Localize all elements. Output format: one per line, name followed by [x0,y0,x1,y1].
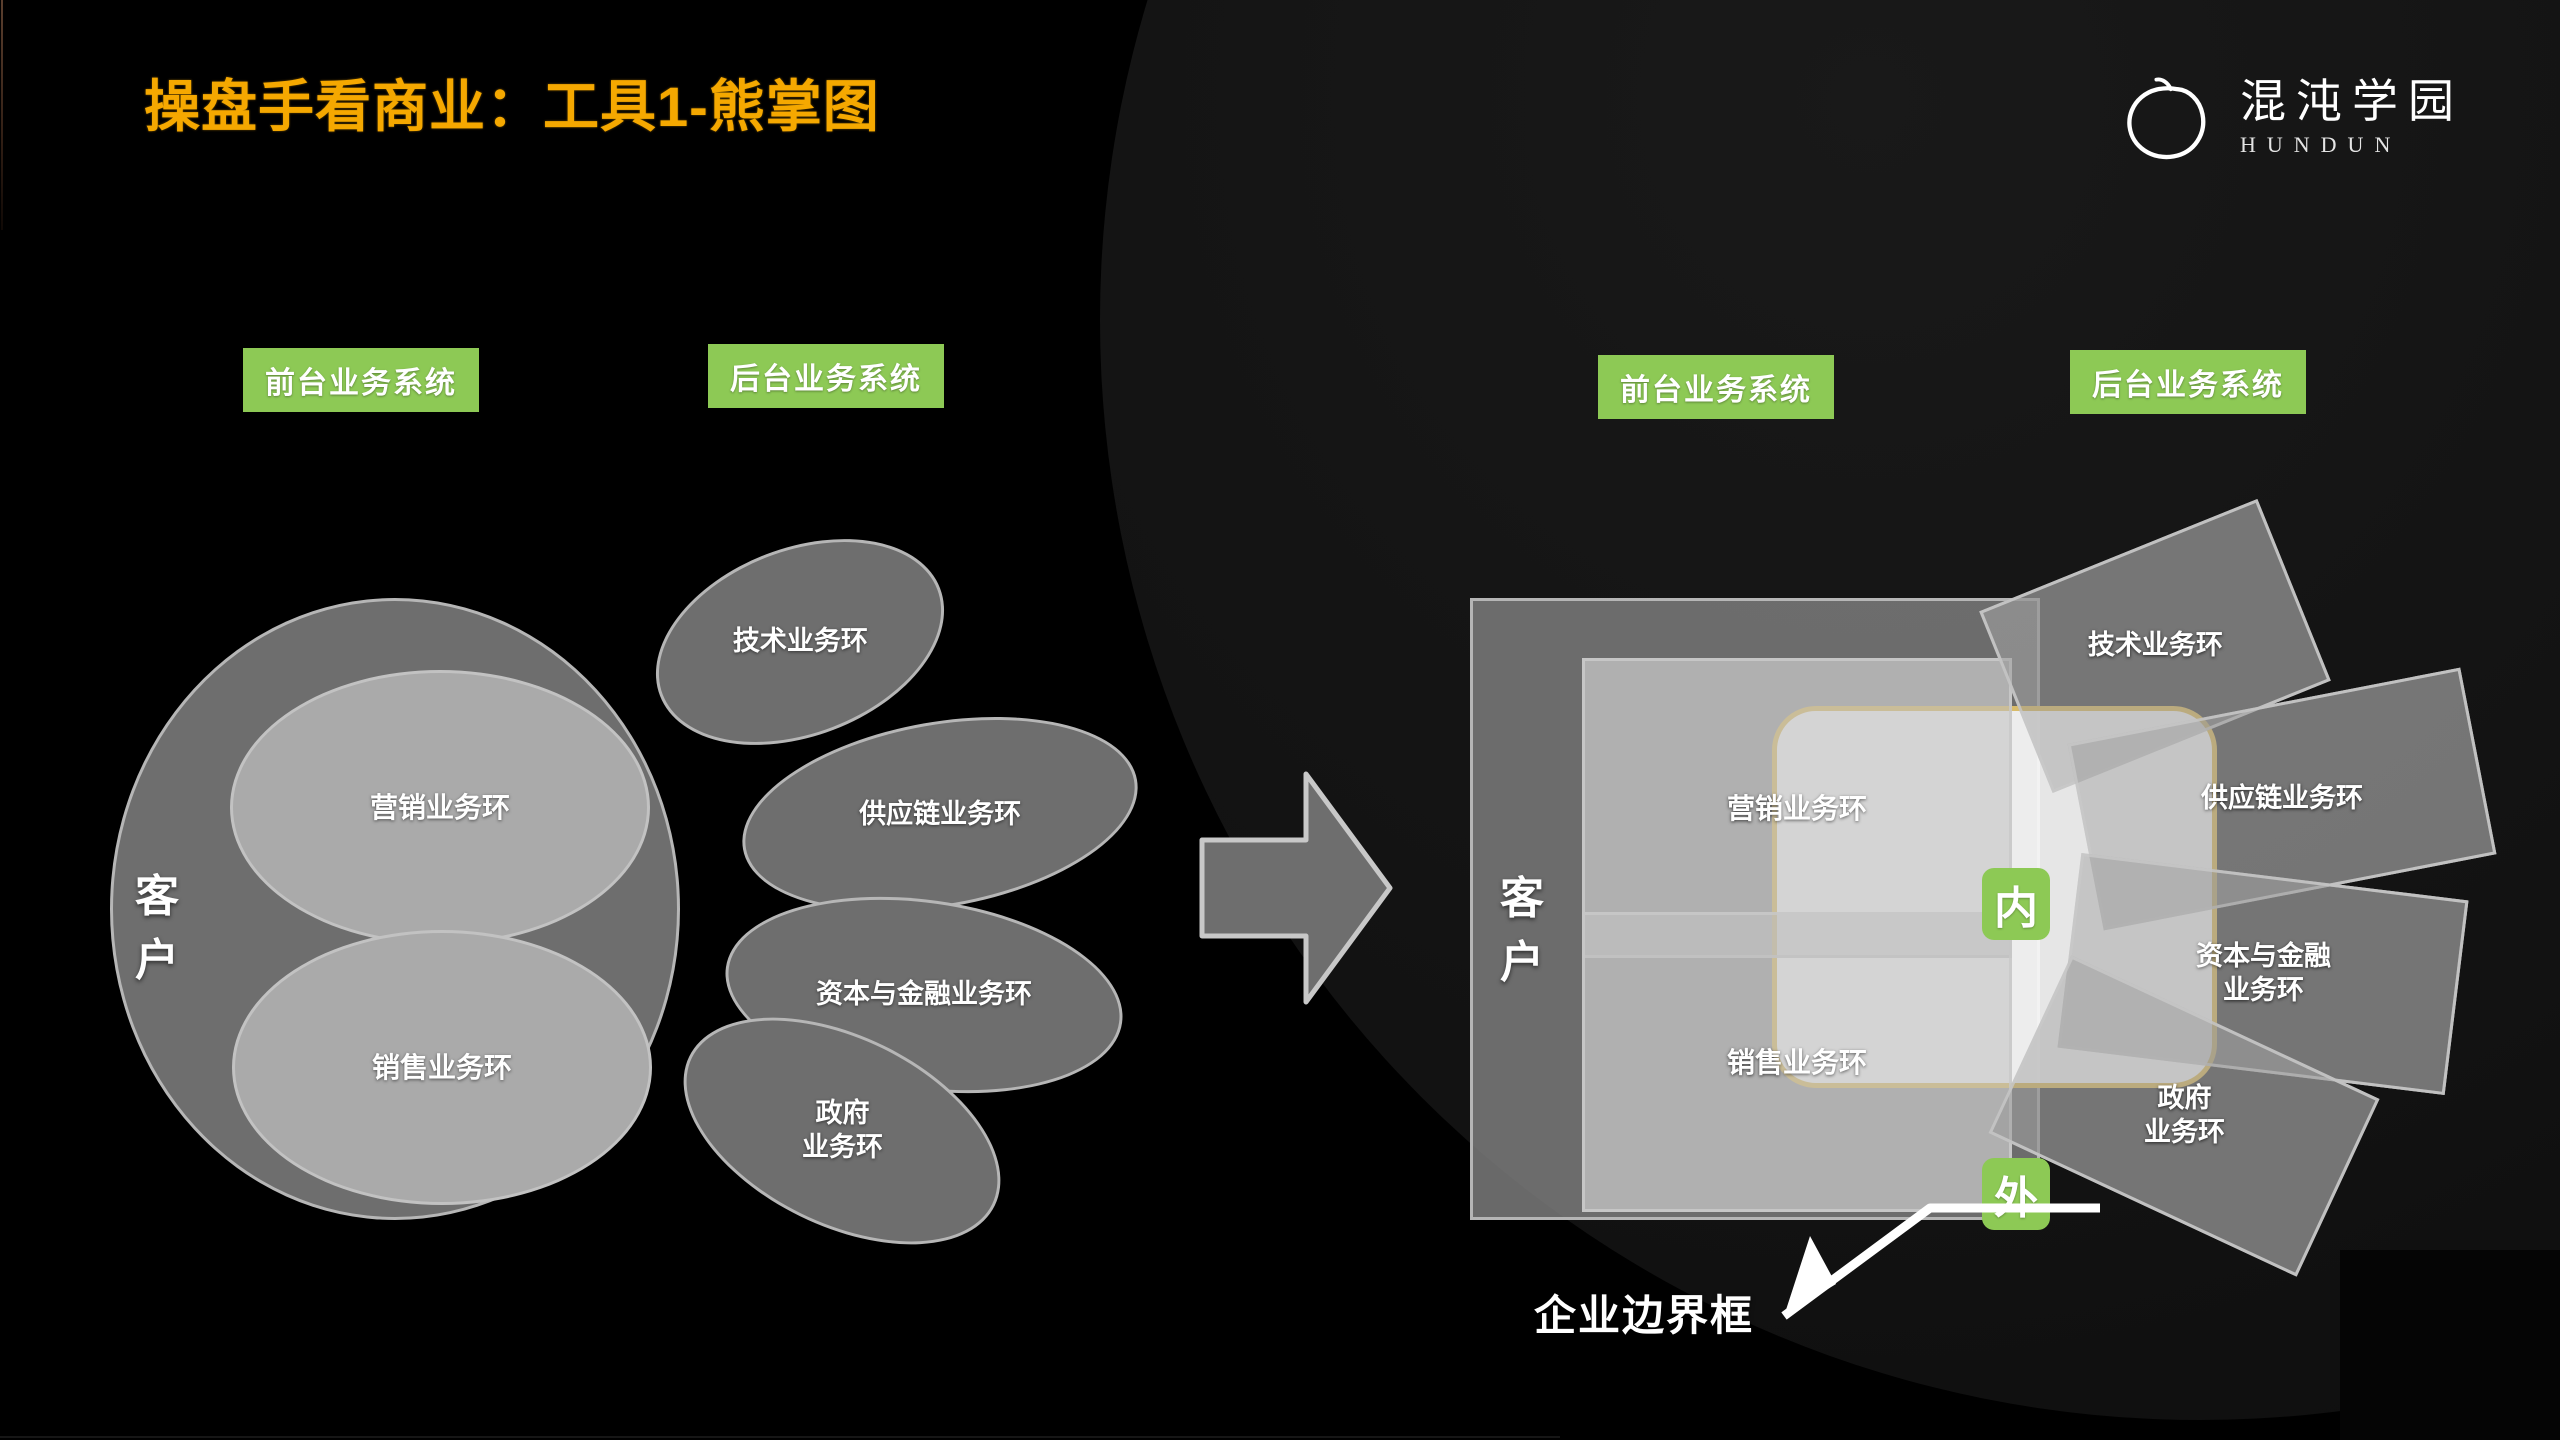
left-lobe-sales: 销售业务环 [232,930,652,1205]
right-finger-capital-overlay-label: 资本与金融 业务环 [2195,941,2331,1005]
left-lobe-sales-label: 销售业务环 [371,1052,512,1083]
brand-logo: 混沌学园 HUNDUN [2118,70,2464,166]
right-label-front-office: 前台业务系统 [1598,355,1834,419]
right-lobe-marketing-overlay: 营销业务环 [1582,658,2012,958]
left-lobe-marketing: 营销业务环 [230,670,650,945]
page-title: 操盘手看商业：工具1-熊掌图 [144,75,880,138]
right-finger-government-overlay-label: 政府 业务环 [2143,1083,2225,1147]
status-badge-outside: 外 [1982,1158,2050,1230]
brand-name-en: HUNDUN [2240,132,2402,158]
right-lobe-sales-overlay: 销售业务环 [1582,912,2012,1212]
right-finger-supplychain-overlay-label: 供应链业务环 [2201,783,2363,814]
left-label-back-office: 后台业务系统 [708,344,944,408]
right-lobe-sales-overlay-label: 销售业务环 [1726,1046,1867,1078]
background-bottom-edge-line [0,1436,1560,1438]
brand-name-cn: 混沌学园 [2240,75,2464,127]
left-finger-capital-label: 资本与金融业务环 [816,979,1032,1010]
left-finger-supplychain-label: 供应链业务环 [859,798,1021,829]
right-lobe-marketing-overlay-label: 营销业务环 [1726,792,1867,824]
right-block-arrow-icon [1199,771,1393,1005]
callout-label-enterprise-boundary: 企业边界框 [1534,1292,1755,1339]
right-finger-technology-overlay-label: 技术业务环 [2087,630,2223,661]
status-badge-inside: 内 [1982,868,2050,940]
left-palm-label: 客户 [135,872,183,985]
apple-circle-sketch-icon [2127,77,2206,160]
right-palm-label: 客户 [1500,874,1548,987]
left-finger-technology-label: 技术业务环 [732,626,868,657]
background-corner-rect-decoration [2340,1250,2560,1440]
background-left-edge-line [1,0,3,230]
left-lobe-marketing-label: 营销业务环 [369,792,510,823]
right-label-back-office: 后台业务系统 [2070,350,2306,414]
brand-logo-text: 混沌学园 HUNDUN [2240,75,2464,158]
left-label-front-office: 前台业务系统 [243,348,479,412]
callout-leader-line [1781,1203,2100,1320]
left-finger-government-label: 政府 业务环 [801,1098,883,1162]
